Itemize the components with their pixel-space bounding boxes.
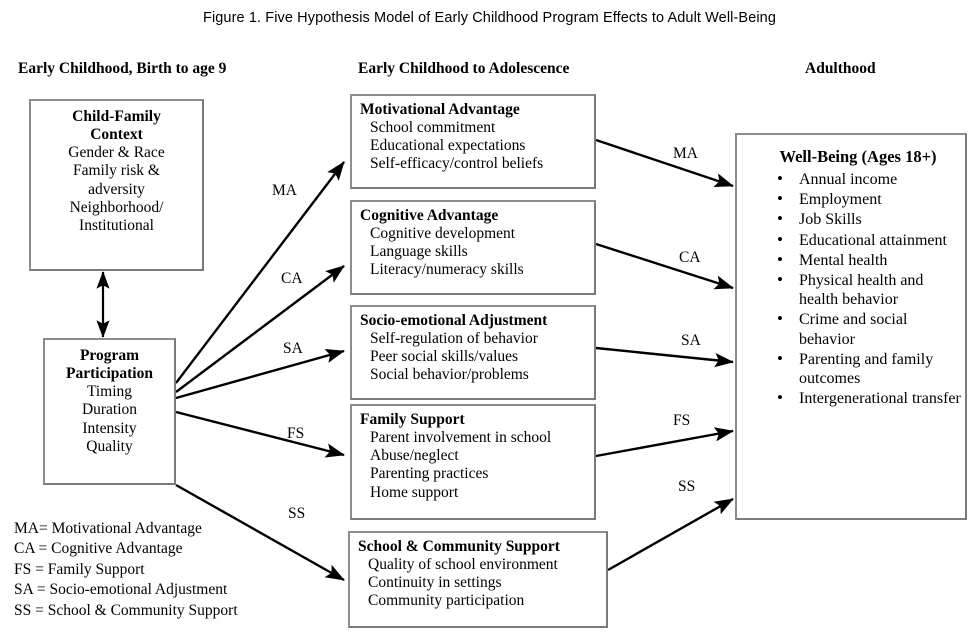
arrow-pp-to-family-support [175, 410, 345, 458]
arrow-family-support-to-wellbeing [595, 427, 734, 458]
arrow-label-left-fs: FS [287, 425, 305, 442]
column-header-adolescence: Early Childhood to Adolescence [358, 60, 570, 77]
list-item: • Employment [777, 189, 965, 209]
list-item: • Job Skills [777, 209, 965, 229]
box-item: Cognitive development [370, 225, 516, 243]
box-item: Community participation [368, 592, 525, 610]
box-item: Neighborhood/ [69, 198, 164, 216]
list-item: • Mental health [777, 249, 965, 270]
box-item: Peer social skills/values [370, 348, 519, 366]
box-title-2: Participation [66, 365, 153, 383]
box-item: Quality of school environment [368, 556, 558, 574]
arrow-socioemotional-to-wellbeing [595, 346, 734, 368]
box-item: adversity [88, 180, 145, 198]
legend-item-ss: SS = School & Community Support [14, 601, 238, 619]
arrow-motivational-to-wellbeing [595, 138, 734, 188]
arrow-school-community-to-wellbeing [607, 497, 734, 572]
box-family-support[interactable]: Family Support Parent involvement in sch… [350, 404, 596, 520]
box-item: School commitment [370, 119, 496, 137]
box-item: Literacy/numeracy skills [370, 261, 524, 279]
box-title: School & Community Support [358, 538, 560, 555]
box-motivational-advantage[interactable]: Motivational Advantage School commitment… [350, 94, 596, 189]
box-well-being[interactable]: Well-Being (Ages 18+) • Annual income • Em… [735, 133, 967, 520]
arrow-label-left-ca: CA [281, 270, 303, 287]
arrow-label-left-sa: SA [283, 340, 303, 357]
box-title: Family Support [360, 411, 465, 428]
box-title: Motivational Advantage [360, 101, 520, 118]
arrow-pp-to-socioemotional [175, 348, 345, 400]
column-header-adulthood: Adulthood [805, 60, 876, 77]
arrow-label-right-sa: SA [681, 332, 701, 349]
arrow-label-right-fs: FS [673, 412, 691, 429]
arrow-label-right-ma: MA [673, 145, 698, 162]
list-item: • Intergenerational transfer [777, 388, 965, 408]
box-item: Continuity in settings [368, 574, 502, 592]
bullet-icon: • [777, 189, 783, 209]
list-item-label: Crime and social behavior [799, 311, 908, 348]
box-item: Educational expectations [370, 137, 526, 155]
box-item: Quality [86, 437, 133, 455]
box-title: Well-Being (Ages 18+) [779, 147, 937, 166]
box-item: Institutional [79, 216, 154, 234]
bullet-icon: • [777, 269, 783, 289]
box-item: Duration [81, 401, 138, 419]
box-item: Abuse/neglect [370, 447, 459, 465]
bullet-icon: • [777, 229, 783, 249]
bullet-icon: • [777, 209, 783, 229]
arrow-label-right-ca: CA [679, 249, 701, 266]
list-item-label: Mental health [799, 251, 888, 269]
box-title: Socio-emotional Adjustment [360, 312, 548, 329]
list-item: • Annual income [777, 169, 965, 189]
list-item: • Parenting and family outcomes [777, 348, 965, 388]
box-item: Self-regulation of behavior [370, 330, 538, 348]
arrow-label-left-ma: MA [272, 182, 297, 199]
list-item: • Physical health and health behavior [777, 269, 965, 309]
legend: MA= Motivational Advantage CA = Cognitiv… [14, 519, 238, 621]
box-item: Parent involvement in school [370, 429, 552, 447]
box-item: Gender & Race [68, 144, 165, 162]
arrow-label-right-ss: SS [678, 478, 696, 495]
box-title: Child-Family [72, 108, 161, 125]
arrow-cognitive-to-wellbeing [595, 242, 734, 290]
box-item: Language skills [370, 243, 468, 261]
figure-title: Figure 1. Five Hypothesis Model of Early… [202, 10, 777, 26]
legend-item-ca: CA = Cognitive Advantage [14, 540, 183, 558]
list-item: • Crime and social behavior [777, 309, 965, 348]
legend-item-ma: MA= Motivational Advantage [14, 520, 202, 537]
well-being-list: • Annual income • Employment • Job Skills •… [737, 169, 965, 408]
bullet-icon: • [777, 309, 783, 329]
box-cognitive-advantage[interactable]: Cognitive Advantage Cognitive developmen… [350, 200, 596, 295]
legend-item-sa: SA = Socio-emotional Adjustment [14, 581, 228, 599]
box-title-2: Context [90, 126, 143, 144]
bullet-icon: • [777, 169, 783, 188]
bullet-icon: • [777, 348, 783, 368]
list-item-label: Intergenerational transfer [799, 390, 961, 408]
box-school-community-support[interactable]: School & Community Support Quality of sc… [348, 531, 608, 628]
list-item-label: Job Skills [799, 211, 862, 229]
box-item: Parenting practices [370, 465, 489, 483]
box-title: Program [79, 347, 140, 364]
box-item: Home support [370, 483, 459, 501]
list-item: • Educational attainment [777, 229, 965, 250]
box-child-family-context[interactable]: Child-Family Context Gender & Race Famil… [29, 99, 204, 271]
box-item: Family risk & [73, 162, 160, 180]
legend-item-fs: FS = Family Support [14, 560, 145, 578]
box-item: Self-efficacy/control beliefs [370, 155, 544, 173]
box-title: Cognitive Advantage [360, 207, 499, 224]
list-item-label: Educational attainment [799, 231, 947, 249]
bullet-icon: • [777, 388, 783, 408]
arrow-label-left-ss: SS [288, 505, 306, 522]
arrow-pp-to-cognitive [175, 265, 345, 393]
list-item-label: Annual income [799, 171, 898, 188]
list-item-label: Physical health and health behavior [799, 271, 924, 309]
list-item-label: Parenting and family outcomes [799, 350, 934, 387]
box-program-participation[interactable]: Program Participation Timing Duration In… [43, 338, 176, 485]
box-item: Intensity [82, 419, 137, 437]
box-item: Timing [86, 383, 133, 401]
box-item: Social behavior/problems [370, 366, 529, 384]
bullet-icon: • [777, 249, 783, 269]
column-header-early-childhood: Early Childhood, Birth to age 9 [18, 60, 227, 77]
list-item-label: Employment [799, 191, 882, 209]
box-socio-emotional-adjustment[interactable]: Socio-emotional Adjustment Self-regulati… [350, 305, 596, 400]
